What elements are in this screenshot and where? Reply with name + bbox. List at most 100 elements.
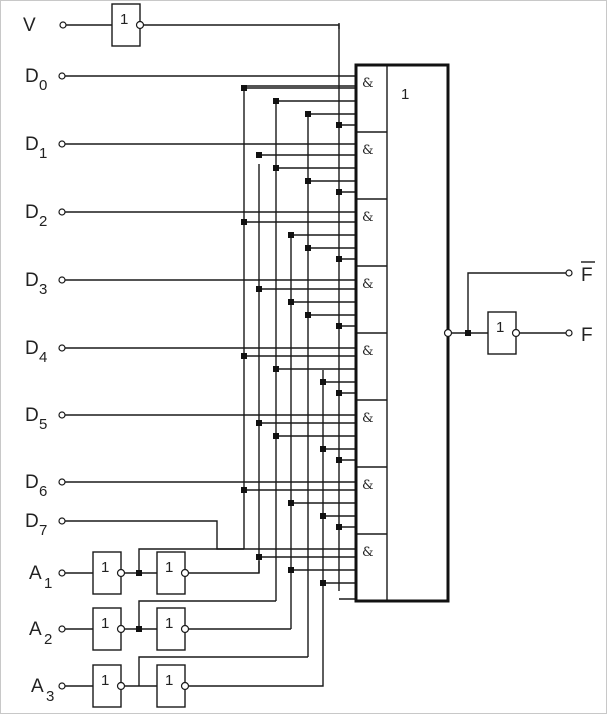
junction-dot: [320, 446, 326, 452]
junction-dot: [465, 330, 471, 336]
not-a1-feed: [138, 548, 244, 573]
data-input-label-d4: D: [25, 338, 39, 359]
address-inverter-1a: [92, 551, 122, 595]
strobe-terminal: [59, 21, 67, 29]
data-terminal-d1: [58, 140, 66, 148]
inverter-symbol: 1: [101, 559, 109, 576]
and-gate-symbol: &: [362, 545, 374, 560]
junction-dot: [241, 487, 247, 493]
inverter-symbol: 1: [101, 672, 109, 689]
and-gate-symbol: &: [362, 277, 374, 292]
address-label-a2: A: [29, 619, 42, 640]
junction-dot: [305, 178, 311, 184]
junction-dot: [136, 570, 142, 576]
junction-dot: [288, 500, 294, 506]
inversion-bubble: [116, 681, 126, 691]
inversion-bubble: [116, 568, 126, 578]
f-terminal: [565, 329, 573, 337]
address-label-a3: A: [31, 676, 44, 697]
inversion-bubble: [180, 568, 190, 578]
data-input-label-d5: D: [25, 405, 39, 426]
data-input-label-d0: D: [25, 66, 39, 87]
junction-dot: [273, 433, 279, 439]
inversion-bubble: [180, 681, 190, 691]
junction-dot: [320, 513, 326, 519]
data-input-index-d4: 4: [39, 349, 47, 366]
address-index-a2: 2: [44, 631, 52, 648]
junction-dot: [336, 457, 342, 463]
not-a3-feed: [138, 656, 308, 686]
and-gate-symbol: &: [362, 143, 374, 158]
junction-dot: [288, 299, 294, 305]
inverter-symbol: 1: [120, 11, 128, 28]
junction-dot: [336, 189, 342, 195]
junction-dot: [273, 165, 279, 171]
and-gate-symbol: &: [362, 210, 374, 225]
and-gate-symbol: &: [362, 478, 374, 493]
address-index-a3: 3: [46, 688, 54, 705]
f-bar-terminal: [565, 269, 573, 277]
data-terminal-d0: [58, 72, 66, 80]
junction-dot: [336, 524, 342, 530]
data-input-index-d0: 0: [39, 77, 47, 94]
data-input-index-d1: 1: [39, 145, 47, 162]
address-terminal-a2: [58, 625, 66, 633]
address-label-a1: A: [29, 563, 42, 584]
junction-dot: [320, 379, 326, 385]
data-terminal-d4: [58, 344, 66, 352]
inverter-symbol: 1: [101, 615, 109, 632]
or-output-bubble: [443, 328, 453, 338]
data-input-label-d2: D: [25, 202, 39, 223]
address-inverter-2a: [92, 607, 122, 651]
data-input-index-d6: 6: [39, 483, 47, 500]
inverter-gates: 1 1 1 1 1 1 1 1: [92, 3, 521, 708]
data-input-label-d1: D: [25, 134, 39, 155]
and-gate-symbol: &: [362, 76, 374, 91]
address-index-a1: 1: [44, 575, 52, 592]
wires: [65, 23, 566, 687]
data-terminal-d7: [58, 517, 66, 525]
data-terminal-d6: [58, 478, 66, 486]
junction-dot: [136, 626, 142, 632]
junction-dot: [256, 286, 262, 292]
not-a2-feed: [138, 600, 276, 629]
junction-dot: [336, 256, 342, 262]
junction-dot: [336, 390, 342, 396]
a1-feed: [189, 561, 260, 574]
inversion-bubble: [116, 624, 126, 634]
data-input-wire: [65, 520, 356, 550]
inverter-symbol: 1: [165, 672, 173, 689]
and-gate-symbol: &: [362, 344, 374, 359]
address-inverter-2b: [156, 607, 186, 651]
junction-dot: [241, 85, 247, 91]
f-label: F: [581, 325, 593, 346]
data-terminal-d5: [58, 411, 66, 419]
junction-dot: [256, 152, 262, 158]
address-terminal-a1: [58, 569, 66, 577]
junction-dot: [241, 353, 247, 359]
strobe-inverter: [111, 3, 141, 47]
data-input-index-d7: 7: [39, 522, 47, 539]
junction-dot: [288, 567, 294, 573]
junction-dots: [136, 85, 471, 632]
strobe-inverted-wire: [143, 24, 340, 29]
data-input-label-d6: D: [25, 472, 39, 493]
inversion-bubble: [511, 328, 521, 338]
inversion-bubble: [135, 20, 145, 30]
and-gate-symbol: &: [362, 411, 374, 426]
junction-dot: [305, 312, 311, 318]
address-terminal-a3: [58, 682, 66, 690]
f-bar-label: F: [581, 265, 593, 286]
inverter-symbol: 1: [165, 559, 173, 576]
junction-dot: [273, 366, 279, 372]
junction-dot: [336, 122, 342, 128]
data-terminal-d3: [58, 276, 66, 284]
a3-feed: [189, 685, 324, 687]
inverter-symbol: 1: [165, 615, 173, 632]
data-input-index-d3: 3: [39, 281, 47, 298]
or-gate-symbol: 1: [401, 86, 409, 103]
data-terminal-d2: [58, 208, 66, 216]
